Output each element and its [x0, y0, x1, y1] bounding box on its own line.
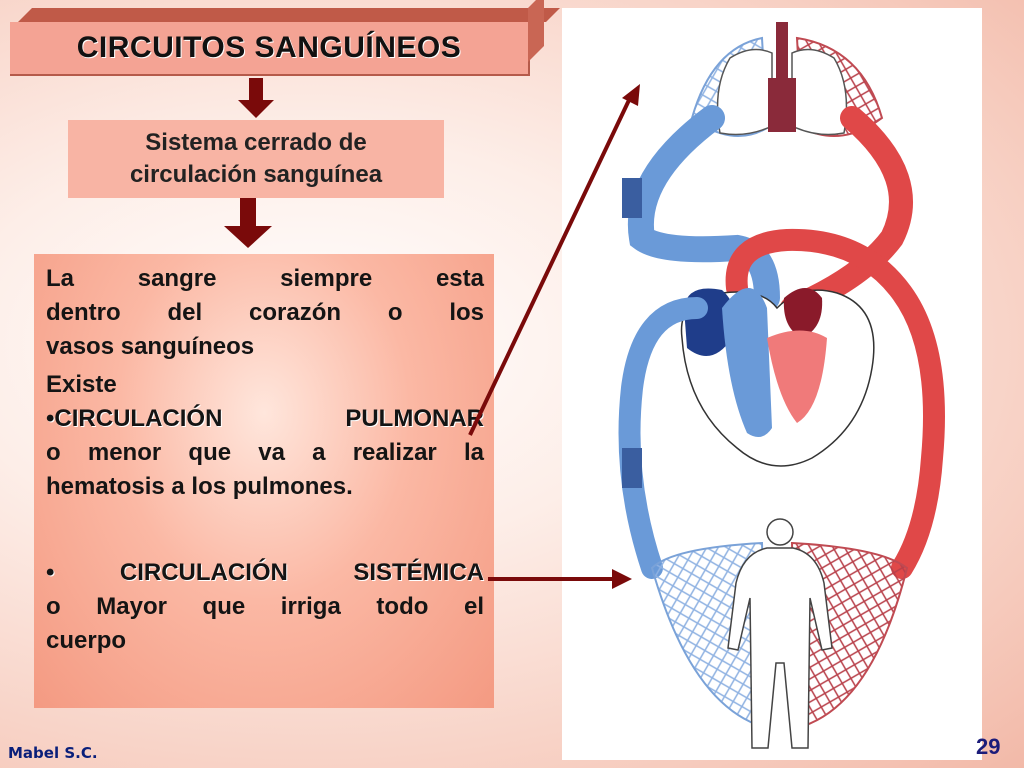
aortic-arch	[725, 228, 945, 579]
sistemica-desc-line-1: o Mayor que irriga todo el	[46, 593, 484, 620]
right-ventricle	[722, 288, 772, 437]
left-atrium	[783, 288, 823, 338]
subtitle-line-2: circulación sanguínea	[129, 161, 383, 188]
intro-line-1: La sangre siempre esta	[46, 265, 484, 292]
down-arrow-icon	[224, 198, 272, 248]
arrowhead-icon	[622, 84, 640, 106]
left-lung	[716, 48, 773, 136]
title-banner: CIRCUITOS SANGUÍNEOS	[10, 22, 530, 76]
page-number: 29	[976, 734, 1001, 759]
sistemica-item: • CIRCULACIÓN SISTÉMICA o Mayor que irri…	[46, 556, 484, 658]
sistemica-title-line: • CIRCULACIÓN SISTÉMICA	[46, 556, 484, 590]
page-title: CIRCUITOS SANGUÍNEOS	[76, 31, 462, 64]
trachea	[776, 22, 788, 82]
subtitle-box: Sistema cerrado de circulación sanguínea	[68, 120, 444, 198]
right-lung	[791, 48, 848, 136]
pulmonar-desc-line-1: o menor que va a realizar la	[46, 439, 484, 466]
vena-cava	[618, 297, 708, 579]
sistemica-title: CIRCULACIÓN SISTÉMICA	[119, 559, 484, 586]
content-box: La sangre siempre esta dentro del corazó…	[34, 254, 494, 708]
existe-text: Existe	[46, 371, 117, 398]
human-body-icon	[727, 518, 833, 749]
pulmonar-pointer-arrow	[468, 97, 632, 436]
circulation-diagram	[562, 8, 982, 760]
arrowhead-icon	[612, 569, 632, 589]
pulmonar-title: CIRCULACIÓN PULMONAR	[54, 405, 484, 432]
pulmonar-title-line: •CIRCULACIÓN PULMONAR	[46, 402, 484, 436]
pulmonar-desc-line-2: hematosis a los pulmones.	[46, 473, 353, 500]
pulmonary-vein	[780, 106, 913, 320]
subtitle-line-1: Sistema cerrado de	[145, 129, 367, 156]
circulation-illustration	[618, 22, 945, 749]
intro-line-2: dentro del corazón o los	[46, 299, 484, 326]
sistemica-desc-line-2: cuerpo	[46, 627, 127, 654]
intro-line-3: vasos sanguíneos	[46, 333, 255, 360]
bullet-icon: •	[46, 559, 55, 586]
left-ventricle	[767, 330, 827, 423]
bullet-icon: •	[46, 405, 55, 432]
pulmonar-item: •CIRCULACIÓN PULMONAR o menor que va a r…	[46, 402, 484, 504]
intro-text: La sangre siempre esta dentro del corazó…	[46, 262, 484, 364]
down-arrow-icon	[238, 78, 274, 118]
author-footer: Mabel S.C.	[8, 744, 98, 762]
